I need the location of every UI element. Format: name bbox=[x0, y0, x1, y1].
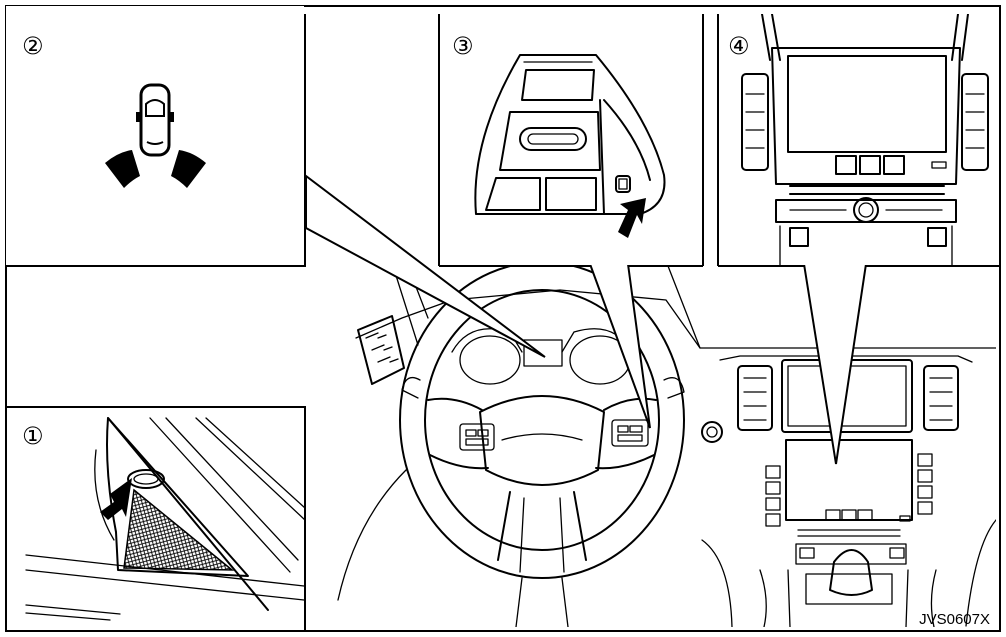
steering-wheel bbox=[399, 265, 685, 627]
rear-right-sensor-arc bbox=[171, 150, 206, 188]
corner-sensor bbox=[127, 469, 165, 489]
panel-4-center-display: ④ bbox=[717, 7, 1000, 267]
left-side-vent bbox=[357, 315, 405, 385]
panel-number-3: ③ bbox=[452, 32, 474, 60]
dashboard-illustration bbox=[337, 265, 996, 627]
panel-number-1: ① bbox=[22, 422, 44, 450]
figure-code: JVS0607X bbox=[919, 611, 990, 628]
panel-3-steering-switch: ③ bbox=[438, 7, 704, 267]
panel-1-front-sensor: ① bbox=[6, 406, 306, 630]
car-top-view-icon bbox=[136, 83, 174, 157]
pointer-arrow-1 bbox=[100, 478, 132, 520]
start-knob bbox=[701, 421, 723, 443]
panel-number-4: ④ bbox=[728, 32, 750, 60]
sonar-switch-button bbox=[615, 175, 631, 193]
panel-number-2: ② bbox=[22, 32, 44, 60]
center-console bbox=[337, 355, 996, 627]
panel-2-sensor-display: ② bbox=[6, 6, 306, 267]
pointer-arrow-3 bbox=[618, 198, 646, 238]
rear-left-sensor-arc bbox=[105, 150, 140, 188]
